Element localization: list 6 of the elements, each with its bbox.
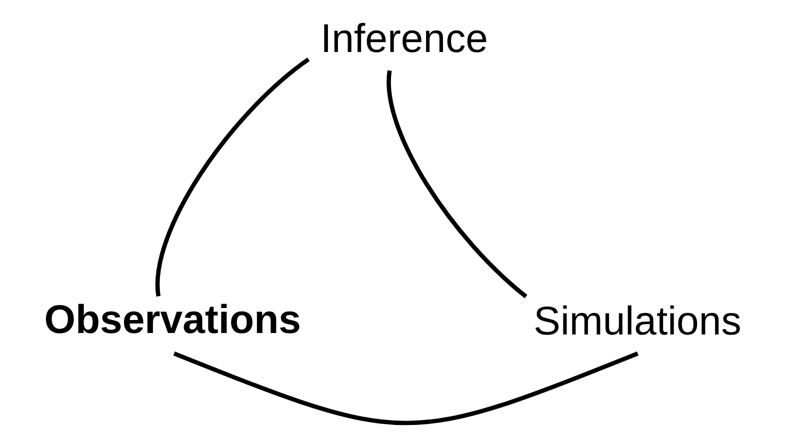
connector	[156, 58, 310, 296]
node-text: Inference	[320, 16, 488, 61]
connector	[173, 351, 639, 425]
connector	[386, 70, 528, 298]
node-text: Simulations	[534, 298, 742, 344]
node-text: Observations	[44, 297, 301, 342]
